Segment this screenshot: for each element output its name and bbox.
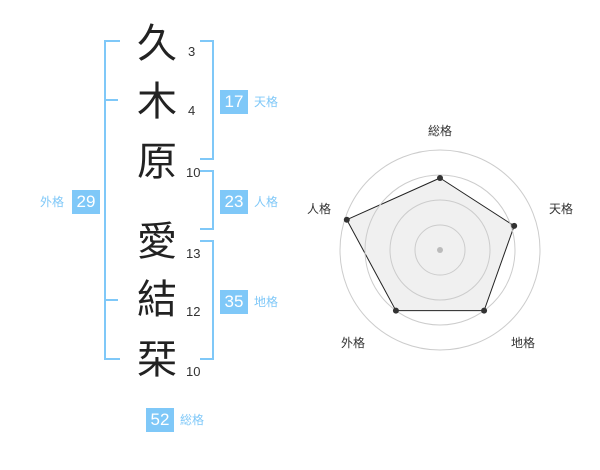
radar-ring <box>414 224 466 276</box>
stroke-count-4: 13 <box>186 246 201 261</box>
radar-axis-label-chikaku: 地格 <box>511 336 536 350</box>
radar-point-4 <box>392 307 399 314</box>
chikaku-value: 35 <box>220 290 248 314</box>
tenkaku-label: 天格 <box>254 95 279 109</box>
radar-point-5 <box>343 216 350 223</box>
radar-point-1 <box>437 175 443 181</box>
jinkaku-bracket <box>200 170 214 230</box>
name-char-4: 愛 <box>137 219 177 265</box>
radar-axis-label-soukaku: 総格 <box>428 124 453 138</box>
jinkaku-label: 人格 <box>254 195 279 209</box>
stroke-count-3: 10 <box>186 165 201 180</box>
radar-chart <box>300 110 580 370</box>
gaikaku-bracket <box>104 40 120 360</box>
jinkaku-value: 23 <box>220 190 248 214</box>
radar-data-polygon <box>346 177 515 312</box>
radar-axis-label-tenkaku: 天格 <box>549 202 574 216</box>
name-char-2: 木 <box>137 79 177 125</box>
gaikaku-label: 外格 <box>40 195 65 209</box>
chikaku-label: 地格 <box>254 295 279 309</box>
soukaku-label: 総格 <box>180 413 205 427</box>
stroke-count-2: 4 <box>188 103 196 118</box>
gaikaku-value: 29 <box>72 190 100 214</box>
radar-axis-label-gaikaku: 外格 <box>341 336 366 350</box>
tenkaku-value: 17 <box>220 90 248 114</box>
name-char-6: 栞 <box>137 337 177 383</box>
stroke-count-5: 12 <box>186 304 201 319</box>
radar-point-2 <box>511 222 518 229</box>
radar-ring <box>389 199 491 301</box>
radar-chart-svg <box>339 149 541 351</box>
radar-center-dot <box>437 247 443 253</box>
name-char-1: 久 <box>137 21 177 67</box>
gaikaku-bracket-tick-1 <box>104 99 118 101</box>
chikaku-bracket <box>200 240 214 360</box>
tenkaku-bracket <box>200 40 214 160</box>
radar-axis-label-jinkaku: 人格 <box>307 202 332 216</box>
gaikaku-bracket-tick-2 <box>104 299 118 301</box>
soukaku-value: 52 <box>146 408 174 432</box>
stroke-count-6: 10 <box>186 364 201 379</box>
stroke-count-1: 3 <box>188 44 196 59</box>
name-char-3: 原 <box>137 139 177 185</box>
name-char-5: 結 <box>137 277 177 323</box>
radar-point-3 <box>481 307 488 314</box>
